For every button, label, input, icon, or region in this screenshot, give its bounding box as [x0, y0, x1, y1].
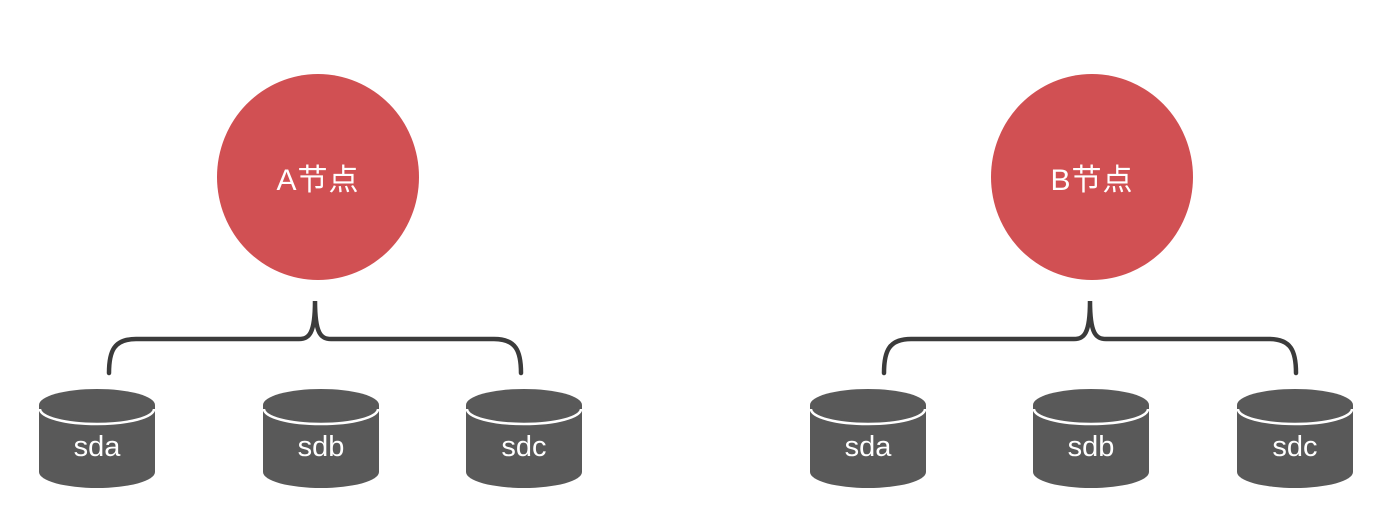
disk-label: sdb — [297, 430, 345, 463]
node-a-circle: A节点 — [217, 74, 419, 280]
database-cylinder-icon — [1032, 389, 1150, 488]
disk-a-sdc: sdc — [465, 388, 583, 490]
database-cylinder-icon — [262, 389, 380, 488]
node-a-label: A节点 — [276, 164, 360, 197]
database-cylinder-icon — [465, 389, 583, 488]
disk-label: sdc — [501, 430, 547, 463]
disk-label: sda — [73, 430, 121, 463]
disk-b-sda: sda — [809, 388, 927, 490]
disk-b-sdb: sdb — [1032, 388, 1150, 490]
disk-a-sda: sda — [38, 388, 156, 490]
database-cylinder-icon — [1236, 389, 1354, 488]
database-cylinder-icon — [38, 389, 156, 488]
disk-label: sda — [844, 430, 892, 463]
brace-connector-a — [106, 300, 524, 376]
disk-label: sdc — [1272, 430, 1318, 463]
brace-connector-b — [881, 300, 1299, 376]
node-b-label: B节点 — [1050, 164, 1134, 197]
disk-label: sdb — [1067, 430, 1115, 463]
disk-b-sdc: sdc — [1236, 388, 1354, 490]
node-b-circle: B节点 — [991, 74, 1193, 280]
disk-a-sdb: sdb — [262, 388, 380, 490]
database-cylinder-icon — [809, 389, 927, 488]
